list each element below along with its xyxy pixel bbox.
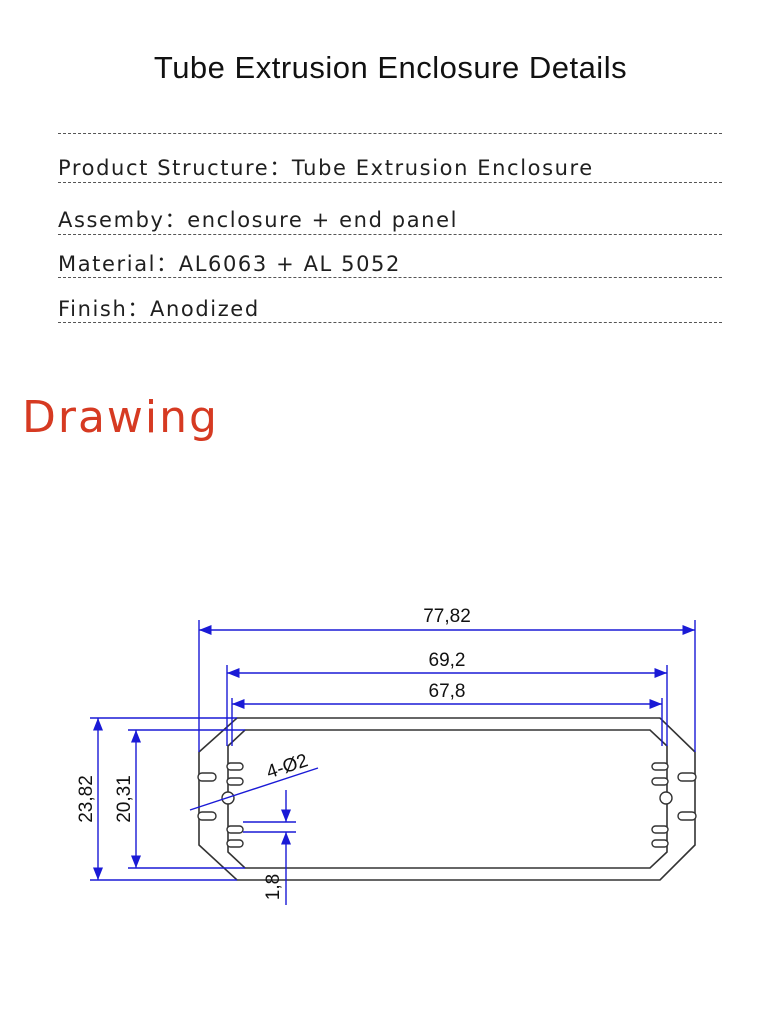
dim-inner-width: 67,8 [429, 681, 466, 702]
spec-colon: ： [127, 297, 150, 321]
spec-label: Finish [58, 297, 128, 321]
spec-value: AL6063 + AL 5052 [178, 252, 401, 276]
spec-row-material: Material：AL6063 + AL 5052 [58, 252, 401, 276]
spec-row-assembly: Assemby：enclosure + end panel [58, 208, 458, 232]
dim-overall-width: 77,82 [423, 606, 471, 627]
spec-label: Assemby [58, 208, 165, 232]
divider [58, 277, 722, 278]
divider [58, 182, 722, 183]
fin-slots-right [651, 762, 697, 848]
spec-label: Product Structure [58, 156, 270, 180]
spec-value: Tube Extrusion Enclosure [291, 156, 594, 180]
dim-wall: 1,8 [263, 874, 284, 900]
spec-label: Material [58, 252, 157, 276]
spec-colon: ： [156, 252, 179, 276]
spec-value: enclosure + end panel [187, 208, 459, 232]
divider [58, 133, 722, 134]
divider [58, 322, 722, 323]
page-title: Tube Extrusion Enclosure Details [153, 50, 628, 85]
divider [58, 234, 722, 235]
dim-outer-width: 69,2 [429, 650, 466, 671]
spec-colon: ： [164, 208, 188, 232]
screw-holes [221, 791, 673, 805]
dimension-lines [90, 620, 696, 905]
spec-row-structure: Product Structure：Tube Extrusion Enclosu… [58, 156, 594, 180]
spec-row-finish: Finish：Anodized [58, 297, 260, 321]
spec-colon: ： [269, 156, 292, 180]
enclosure-drawing: 77,82 69,2 67,8 23,82 20,31 4-Ø2 1,8 [76, 606, 697, 905]
dim-inner-height: 20,31 [114, 775, 135, 823]
section-heading: Drawing [22, 392, 219, 443]
enclosure-profile [198, 717, 696, 881]
dim-overall-height: 23,82 [76, 775, 97, 823]
spec-value: Anodized [150, 297, 260, 321]
fin-slots-left [197, 762, 244, 848]
